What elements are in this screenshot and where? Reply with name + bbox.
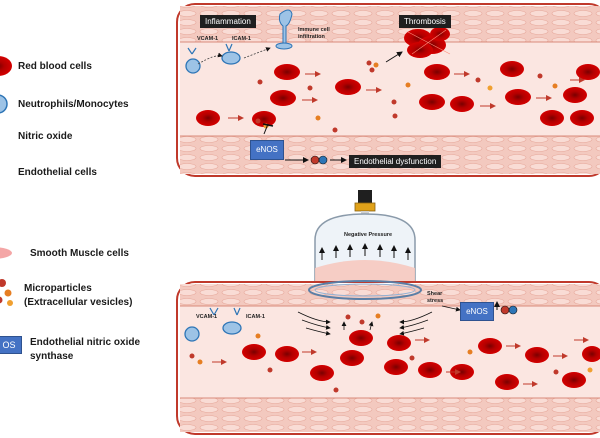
bottom-flow-arrows [212,337,589,387]
legend-enos-label: Endothelial nitric oxide [30,337,141,348]
legend-smooth-muscle-icon [0,247,12,259]
top-icam-label: ICAM-1 [232,36,251,42]
legend-microparticle-icon [0,279,6,287]
legend-endothelial-label: Endothelial cells [18,167,97,178]
top-vcam-label: VCAM-1 [197,36,219,42]
top-immune-cells [185,9,293,74]
thrombus-icon [385,27,451,63]
legend-no-label: Nitric oxide [18,131,73,142]
shear-stress-lines [297,305,461,336]
top-enos-box: eNOS [250,140,284,160]
shear-stress-label: Shear [427,291,443,297]
bottom-rbc-group [242,330,600,390]
top-rbc-group [196,61,600,127]
legend-enos-box: OS [0,336,22,354]
legend-microparticles-label: Microparticles [24,283,92,294]
inflammation-label: Inflammation [200,15,256,28]
endothelial-dysfunction-label: Endothelial dysfunction [349,155,442,168]
top-flow-arrows [228,71,585,121]
immune-infiltration-label-2: infiltration [298,34,325,40]
legend-ev-label: (Extracellular vesicles) [24,297,133,308]
bottom-immune-cells [184,307,242,342]
legend-neutrophil-icon [0,94,8,114]
thrombosis-label: Thrombosis [399,15,451,28]
bottom-icam-label: ICAM-1 [246,314,265,320]
legend-neutrophil-label: Neutrophils/Monocytes [18,99,129,110]
legend-smooth-muscle-label: Smooth Muscle cells [30,248,129,259]
bottom-vcam-label: VCAM-1 [196,314,218,320]
infiltrating-cell-icon [278,9,293,45]
legend-rbc-label: Red blood cells [18,61,92,72]
legend-enos-label-2: synthase [30,351,74,362]
bottom-microparticles [189,313,593,393]
legend-rbc-icon [0,56,12,76]
immune-infiltration-label: Immune cell [298,27,330,33]
shear-stress-label-2: stress [427,298,444,304]
negative-pressure-label: Negative Pressure [344,232,392,238]
top-vessel [176,3,600,177]
top-no-inhibition [262,123,347,165]
legend-icons [0,56,13,306]
suction-cup [314,190,416,290]
top-microparticles [255,60,558,133]
bottom-enos-box: eNOS [460,302,494,321]
bottom-no-output [494,301,518,315]
